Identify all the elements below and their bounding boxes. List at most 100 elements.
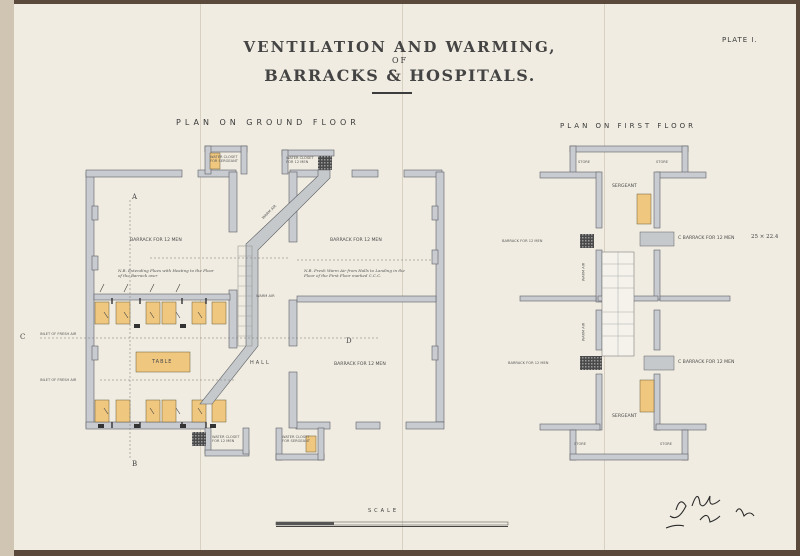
cubicle xyxy=(94,301,110,325)
wc-wall xyxy=(281,149,289,175)
note-right: N.B. Fresh Warm Air from Halls to Landin… xyxy=(304,268,405,278)
title-line-2: OF xyxy=(391,56,409,65)
wc-wall xyxy=(204,449,250,457)
wall-south xyxy=(355,421,381,430)
title-line-3: BARRACKS & HOSPITALS. xyxy=(264,66,536,85)
wc-wall xyxy=(317,427,325,461)
room-label-barrack-se: BARRACK FOR 12 MEN xyxy=(334,362,386,367)
wall-north xyxy=(569,145,689,153)
pier xyxy=(431,345,439,361)
partition xyxy=(93,293,231,301)
wall-central xyxy=(288,371,298,429)
room-label-store-br: STORE xyxy=(660,442,673,446)
room-label-store-tr: STORE xyxy=(656,160,669,164)
cubicle xyxy=(639,379,655,413)
wc-wall xyxy=(242,427,250,455)
cubicle xyxy=(161,301,177,325)
room-label-wc-tr: WATER CLOSET FOR 12 MEN xyxy=(286,156,314,164)
title-rule xyxy=(372,92,412,94)
stair-treads xyxy=(602,252,634,356)
wall xyxy=(539,423,601,431)
wall xyxy=(653,171,661,229)
wall-north xyxy=(351,169,379,178)
plate-number: PLATE I. xyxy=(722,36,758,44)
wc-wall xyxy=(275,453,325,461)
wall xyxy=(569,145,577,177)
section-letter-a: A xyxy=(132,193,138,201)
first-floor-cubicles xyxy=(636,193,655,413)
wc-seat xyxy=(209,152,221,170)
wall-north xyxy=(85,169,183,178)
partition xyxy=(296,295,437,303)
wall-south xyxy=(569,453,689,461)
room-label-store-bl: STORE xyxy=(574,442,587,446)
wall xyxy=(655,423,707,431)
note-left: N.B. Extending Flues with Heating to the… xyxy=(118,268,214,278)
inlet-label-lower: INLET OF FRESH AIR xyxy=(40,378,77,382)
warm-air-duct xyxy=(199,169,331,405)
binding-edge xyxy=(0,0,14,556)
flue-grating xyxy=(318,156,332,170)
cubicle xyxy=(191,399,207,423)
pier xyxy=(431,205,439,221)
stair-treads xyxy=(238,255,252,337)
section-letter-c: C xyxy=(20,333,26,341)
cubicle xyxy=(211,399,227,423)
room-label-wc-tl: WATER CLOSET FOR SERGEANT xyxy=(210,155,238,163)
warm-air-register xyxy=(639,231,675,247)
cubicle-doors xyxy=(98,324,216,428)
room-label-barrack-w-top: BARRACK FOR 12 MEN xyxy=(502,239,543,243)
cubicle xyxy=(161,399,177,423)
warm-air-label-lower: WARM AIR xyxy=(581,322,586,342)
wc-seat xyxy=(305,435,317,453)
wall xyxy=(595,249,603,303)
wall xyxy=(595,171,603,229)
warm-air-register xyxy=(643,355,675,371)
flue-grating xyxy=(192,432,206,446)
cubicle xyxy=(636,193,652,225)
cubicles xyxy=(94,152,317,453)
fold-line xyxy=(402,4,403,550)
scale-label: SCALE xyxy=(368,508,400,514)
cubicle xyxy=(211,301,227,325)
cubicle xyxy=(145,301,161,325)
wc-wall xyxy=(240,145,248,175)
room-label-sergeant-bottom: SERGEANT xyxy=(612,414,637,419)
wall xyxy=(595,309,603,351)
wall-central xyxy=(228,171,238,233)
inlet-label-upper: INLET OF FRESH AIR xyxy=(40,332,77,336)
cubicle xyxy=(94,399,110,423)
duct-label-lower: WARM AIR xyxy=(256,294,275,298)
room-label-wc-br: WATER CLOSET FOR SERGEANT xyxy=(282,435,310,443)
room-label-barrack-w-bottom: BARRACK FOR 12 MEN xyxy=(508,361,549,365)
room-label-sergeant-top: SERGEANT xyxy=(612,184,637,189)
section-letter-d: D xyxy=(346,337,352,345)
pier xyxy=(91,205,99,221)
pier xyxy=(91,255,99,271)
wall-stub xyxy=(659,295,731,302)
dimension-label: 25 × 22.4 xyxy=(751,234,779,240)
warm-air-label-upper: WARM AIR xyxy=(581,262,586,282)
wall-south xyxy=(405,421,445,430)
room-label-store-tl: STORE xyxy=(578,160,591,164)
cubicle xyxy=(115,399,131,423)
fold-line xyxy=(200,4,201,550)
ground-plan-heading: PLAN ON GROUND FLOOR xyxy=(176,118,360,127)
room-label-barrack-e-bottom: C BARRACK FOR 12 MEN xyxy=(678,360,735,365)
room-label-barrack-nw: BARRACK FOR 12 MEN xyxy=(130,238,182,243)
wall xyxy=(653,309,661,351)
wall xyxy=(595,373,603,431)
wall-south xyxy=(295,421,331,430)
title-line-1: VENTILATION AND WARMING, xyxy=(243,38,557,56)
table xyxy=(135,351,191,373)
ground-floor-plan xyxy=(85,145,445,461)
section-letter-b: B xyxy=(132,460,138,468)
cubicle xyxy=(115,301,131,325)
signature xyxy=(665,495,755,529)
wall xyxy=(681,145,689,177)
wall xyxy=(653,249,661,301)
section-lines xyxy=(40,200,432,460)
flue-grating xyxy=(580,234,594,248)
